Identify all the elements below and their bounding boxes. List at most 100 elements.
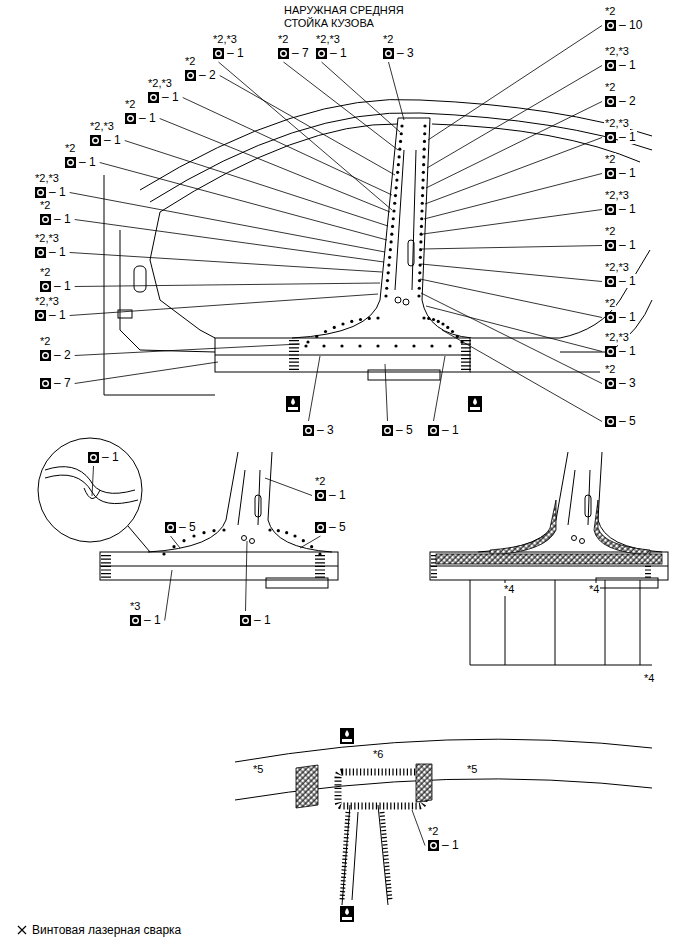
note-mark: *4 <box>643 672 655 685</box>
callout-icon <box>605 96 616 107</box>
leader-line <box>426 306 602 352</box>
leader-line <box>300 536 321 548</box>
leader-line <box>75 344 300 356</box>
callout-icon <box>428 425 439 436</box>
note-mark: *2 <box>604 363 616 376</box>
note-mark: *2 <box>277 33 289 46</box>
leader-line <box>125 141 388 227</box>
note-mark: *2 <box>427 825 439 838</box>
note-mark: *2,*3 <box>34 172 60 185</box>
callout-icon <box>130 615 141 626</box>
callout-icon <box>65 157 76 168</box>
leader-line <box>309 356 321 421</box>
callout-number: – 10 <box>618 18 643 32</box>
callout-number: – 7 <box>53 376 72 390</box>
callout-icon <box>315 490 326 501</box>
callout-icon <box>605 204 616 215</box>
callout-icon <box>605 276 616 287</box>
callout-icon <box>185 70 196 81</box>
leader-line <box>426 102 602 189</box>
leader-line <box>385 364 388 421</box>
leader-line <box>427 66 602 169</box>
leader-line <box>421 264 602 282</box>
callout-number: – 2 <box>198 68 217 82</box>
callout-number: – 1 <box>441 423 460 437</box>
weld-icon <box>286 396 300 412</box>
callout-number: – 1 <box>101 450 120 464</box>
callout-icon <box>40 214 51 225</box>
weld-icon <box>340 906 354 922</box>
callout-number: – 5 <box>618 414 637 428</box>
callout-number: – 1 <box>618 202 637 216</box>
leader-line <box>70 294 378 316</box>
leader-line <box>219 62 393 210</box>
note-mark: *5 <box>252 763 264 776</box>
callout-number: – 1 <box>53 279 72 293</box>
callout-number: – 1 <box>618 344 637 358</box>
callout-icon <box>35 187 46 198</box>
callout-icon <box>90 135 101 146</box>
leader-line <box>389 62 405 120</box>
note-mark: *2 <box>39 266 51 279</box>
callout-number: – 2 <box>618 94 637 108</box>
callout-number: – 1 <box>253 613 272 627</box>
callout-number: – 1 <box>48 308 67 322</box>
callout-number: – 1 <box>48 185 67 199</box>
callout-number: – 1 <box>328 488 347 502</box>
callout-number: – 1 <box>48 245 67 259</box>
note-mark: *2 <box>382 33 394 46</box>
leader-line <box>265 478 312 496</box>
callout-icon <box>35 310 46 321</box>
leader-lines <box>70 26 602 846</box>
note-mark: *2 <box>604 5 616 18</box>
callout-number: – 1 <box>618 274 637 288</box>
leader-line <box>412 810 425 846</box>
note-mark: *2,*3 <box>604 117 630 130</box>
callout-number: – 1 <box>161 90 180 104</box>
note-mark: *3 <box>129 600 141 613</box>
weld-seam <box>104 340 648 900</box>
callout-number: – 1 <box>78 155 97 169</box>
callout-number: – 1 <box>226 46 245 60</box>
callout-icon <box>40 281 51 292</box>
leader-line <box>284 62 399 150</box>
legend-sample <box>18 926 26 934</box>
callout-icon <box>125 113 136 124</box>
leader-line <box>322 62 401 132</box>
leader-line <box>70 253 382 273</box>
note-mark: *2 <box>124 98 136 111</box>
leader-line <box>425 138 602 205</box>
callout-icon <box>605 416 616 427</box>
callout-number: – 3 <box>316 423 335 437</box>
leader-line <box>183 98 392 196</box>
callout-number: – 1 <box>441 838 460 852</box>
callout-icon <box>315 522 326 533</box>
note-mark: *2,*3 <box>212 33 238 46</box>
callout-number: – 1 <box>618 130 637 144</box>
callout-number: – 5 <box>178 520 197 534</box>
leader-line <box>434 356 446 421</box>
callout-icon <box>605 132 616 143</box>
callout-icon <box>278 48 289 59</box>
note-mark: *2 <box>39 199 51 212</box>
callout-icon <box>165 522 176 533</box>
note-mark: *2 <box>64 142 76 155</box>
callout-icon <box>605 240 616 251</box>
note-mark: *2,*3 <box>34 232 60 245</box>
callout-icon <box>428 840 439 851</box>
note-mark: *2,*3 <box>604 331 630 344</box>
leader-line <box>70 193 385 253</box>
weld-icon <box>468 396 482 412</box>
note-mark: *2 <box>604 81 616 94</box>
part-name: НАРУЖНАЯ СРЕДНЯЯ СТОЙКА КУЗОВА <box>283 4 410 30</box>
callout-icon <box>605 346 616 357</box>
note-mark: *2 <box>314 475 326 488</box>
legend-text: Винтовая лазерная сварка <box>32 923 181 937</box>
callout-icon <box>40 350 51 361</box>
callout-icon <box>303 425 314 436</box>
weld-symbol <box>286 396 482 922</box>
callout-icon <box>148 92 159 103</box>
callout-icon <box>40 378 51 389</box>
callout-number: – 1 <box>143 613 162 627</box>
callout-icon <box>605 378 616 389</box>
